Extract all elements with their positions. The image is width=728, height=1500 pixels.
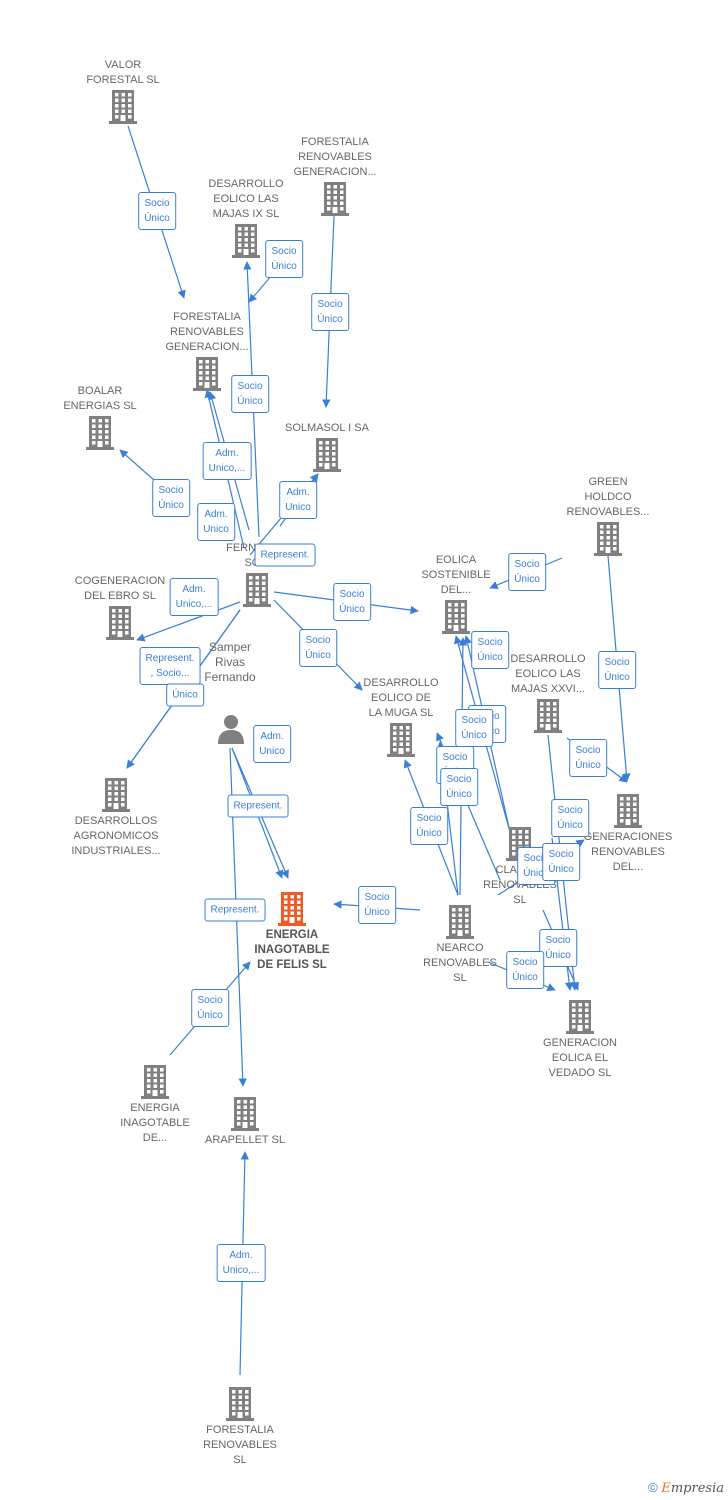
edge-label[interactable]: Adm. Unico,... [216,1244,266,1282]
node-label: SOLMASOL I SA [285,422,369,434]
company-node[interactable]: NEARCO RENOVABLES SL [395,903,525,986]
building-icon [192,573,322,607]
building-icon [180,1097,310,1131]
company-node[interactable]: ENERGIA INAGOTABLE DE... [90,1063,220,1146]
company-node[interactable]: EOLICA SOSTENIBLE DEL... [391,553,521,636]
building-icon [543,522,673,556]
node-label: FORESTALIA RENOVABLES GENERACION... [293,136,377,178]
company-node[interactable]: FORESTALIA RENOVABLES GENERACION... [270,135,400,218]
building-icon [391,600,521,634]
node-label: COGENERACION DEL EBRO SL [74,575,166,602]
edge-label[interactable]: Socio Único [569,739,607,777]
building-icon [336,723,466,757]
footer: © Empresia [648,1480,724,1496]
person-node[interactable]: Samper Rivas Fernando [204,640,256,746]
node-label: GENERACION EOLICA EL VEDADO SL [543,1037,617,1079]
building-icon [515,1000,645,1034]
edge-label[interactable]: Socio Único [333,583,371,621]
edge-label[interactable]: Socio Único [265,240,303,278]
edge-label[interactable]: Adm. Unico [279,481,317,519]
edge-label[interactable]: Represent. [254,543,316,567]
company-node[interactable]: DESARROLLO EOLICO DE LA MUGA SL [336,676,466,759]
edge-label[interactable]: Represent. [227,794,289,818]
building-icon [142,357,272,391]
edge-label[interactable]: Socio Único [508,553,546,591]
edge-label[interactable]: Adm. Unico,... [202,442,252,480]
edge-label[interactable]: Socio Único [311,293,349,331]
company-node[interactable]: GENERACION EOLICA EL VEDADO SL [515,998,645,1081]
node-label: FORESTALIA RENOVABLES SL [203,1424,277,1466]
copyright-symbol: © [648,1480,658,1495]
building-icon [51,778,181,812]
company-node[interactable]: FORESTALIA RENOVABLES SL [175,1385,305,1468]
edge-label[interactable]: Socio Único [551,799,589,837]
building-icon [90,1065,220,1099]
node-label: DESARROLLO EOLICO LAS MAJAS IX SL [208,178,284,220]
main-company-node[interactable]: ENERGIA INAGOTABLE DE FELIS SL [227,890,357,973]
edge-label[interactable]: Socio Único [191,989,229,1027]
node-label: Samper Rivas Fernando [204,640,256,684]
edge-label[interactable]: Socio Único [138,192,176,230]
building-icon [227,892,357,926]
node-label: VALOR FORESTAL SL [86,59,160,86]
company-node[interactable]: DESARROLLO EOLICO LAS MAJAS XXVI... [483,652,613,735]
node-label: ARAPELLET SL [205,1134,285,1146]
building-icon [35,416,165,450]
node-label: GENERACIONES RENOVABLES DEL... [583,831,673,873]
edge-label[interactable]: Represent. [204,898,266,922]
building-icon [181,224,311,258]
edge-label[interactable]: Adm. Unico [253,725,291,763]
node-label: ENERGIA INAGOTABLE DE FELIS SL [254,929,330,971]
edge-label[interactable]: Socio Único [231,375,269,413]
building-icon [262,438,392,472]
edge-label[interactable]: Socio Único [299,629,337,667]
node-label: FORESTALIA RENOVABLES GENERACION... [165,311,249,353]
edge-label[interactable]: Único [166,683,204,707]
node-label: NEARCO RENOVABLES SL [423,942,497,984]
company-node[interactable]: FORESTALIA RENOVABLES GENERACION... [142,310,272,393]
building-icon [270,182,400,216]
company-node[interactable]: COGENERACION DEL EBRO SL [55,574,185,642]
node-label: BOALAR ENERGIAS SL [63,385,137,412]
company-node[interactable]: GENERACIONES RENOVABLES DEL... [563,792,693,875]
node-label: DESARROLLOS AGRONOMICOS INDUSTRIALES... [71,815,161,857]
company-node[interactable]: BOALAR ENERGIAS SL [35,384,165,452]
company-node[interactable]: SOLMASOL I SA [262,421,392,474]
node-label: DESARROLLO EOLICO LAS MAJAS XXVI... [510,653,586,695]
node-label: DESARROLLO EOLICO DE LA MUGA SL [363,677,439,719]
company-node[interactable]: DESARROLLO EOLICO LAS MAJAS IX SL [181,177,311,260]
node-label: EOLICA SOSTENIBLE DEL... [421,554,491,596]
building-icon [563,794,693,828]
person-icon [217,714,245,744]
node-label: ENERGIA INAGOTABLE DE... [120,1102,190,1144]
edge-label[interactable]: Socio Único [542,843,580,881]
edge-label[interactable]: Socio Único [539,929,577,967]
company-node[interactable]: VALOR FORESTAL SL [58,58,188,126]
edge-label[interactable]: Socio Único [410,807,448,845]
company-node[interactable]: GREEN HOLDCO RENOVABLES... [543,475,673,558]
edge-label[interactable]: Socio Único [440,768,478,806]
edge-label[interactable]: Socio Único [506,951,544,989]
edge-line [136,601,241,642]
edge-label[interactable]: Socio Único [152,479,190,517]
edge-label[interactable]: Socio Único [471,631,509,669]
edge-label[interactable]: Socio Único [455,709,493,747]
building-icon [55,606,185,640]
company-node[interactable]: DESARROLLOS AGRONOMICOS INDUSTRIALES... [51,776,181,859]
building-icon [58,90,188,124]
edge-label[interactable]: Socio Único [598,651,636,689]
edge-label[interactable]: Adm. Unico [197,503,235,541]
empresia-logo[interactable]: Empresia [661,1481,724,1496]
node-label: GREEN HOLDCO RENOVABLES... [566,476,650,518]
edge-label[interactable]: Represent. , Socio... [139,647,201,685]
building-icon [483,699,613,733]
building-icon [395,905,525,939]
edge-label[interactable]: Socio Único [358,886,396,924]
company-node[interactable]: ARAPELLET SL [180,1095,310,1148]
building-icon [175,1387,305,1421]
edge-label[interactable]: Adm. Unico,... [169,578,219,616]
